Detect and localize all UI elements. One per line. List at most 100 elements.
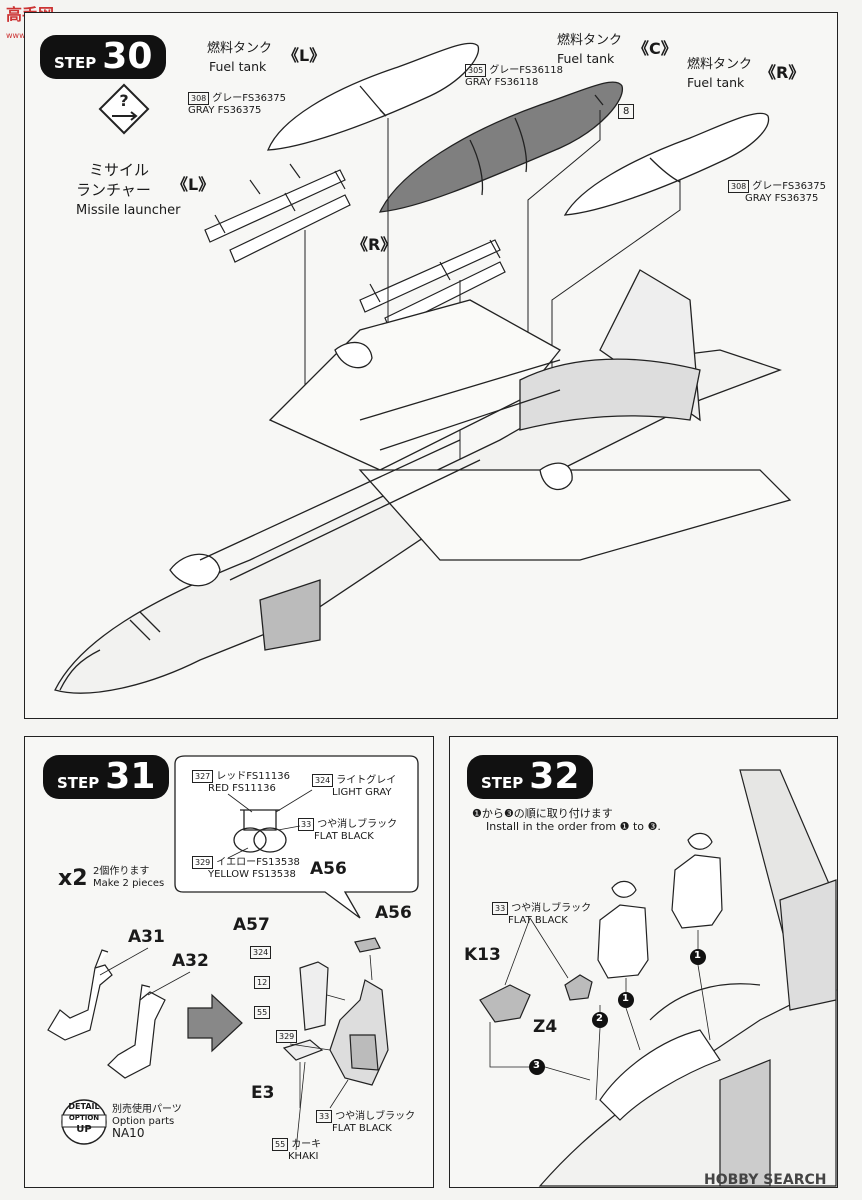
fuel-tank-right-en: Fuel tank <box>687 75 745 90</box>
part-a31: A31 <box>128 927 165 947</box>
make-pieces: 2個作ります Make 2 pieces <box>93 866 164 889</box>
step31-number: 31 <box>105 756 156 797</box>
seat-black-paint-en: FLAT BLACK <box>332 1123 392 1134</box>
detail-text: DETAIL <box>68 1102 100 1111</box>
make-pieces-jp: 2個作ります <box>93 866 150 877</box>
order-marker-3: 3 <box>533 1060 540 1071</box>
step32-badge: STEP 32 <box>467 755 594 799</box>
step32-paint-code: 33 <box>492 902 509 915</box>
code-324: 324 <box>250 946 274 959</box>
fuel-tank-center-paint-jp: グレーFS36118 <box>489 65 564 76</box>
code-12: 12 <box>254 976 273 989</box>
light-gray-paint-en: LIGHT GRAY <box>332 787 392 798</box>
cockpit-drawing <box>538 769 837 1187</box>
swap-icon: ? <box>98 83 150 135</box>
part-a56: A56 <box>375 903 412 923</box>
fuel-tank-right-tag: 《R》 <box>760 63 805 82</box>
launcher-left-jp1: ミサイル <box>89 161 150 179</box>
step32-leader-lines <box>489 917 711 1101</box>
eject-handle-drawing <box>233 809 287 853</box>
seat-sides-leaders <box>99 947 191 996</box>
option-parts-jp: 別売使用パーツ <box>112 1104 182 1115</box>
khaki-paint-jp: カーキ <box>291 1139 322 1150</box>
khaki-paint-en: KHAKI <box>288 1151 319 1162</box>
svg-text:?: ? <box>119 91 128 110</box>
step32-paint-jp: つや消しブラック <box>511 903 592 914</box>
seat-sides-drawing <box>47 949 166 1079</box>
yellow-paint-en: YELLOW FS13538 <box>208 869 296 880</box>
canopy-parts-drawing <box>479 974 593 1023</box>
fuel-tank-right-jp: 燃料タンク <box>687 57 753 72</box>
step31-badge: STEP 31 <box>43 755 170 799</box>
code-329-num: 329 <box>276 1030 298 1043</box>
ejection-seats-drawing <box>597 832 723 979</box>
option-text: OPTION <box>68 1114 100 1123</box>
step32-number: 32 <box>529 756 580 797</box>
install-order-jp: ❶から❸の順に取り付けます <box>472 807 613 820</box>
order-marker-2: 2 <box>596 1013 603 1024</box>
code-12-num: 12 <box>254 976 271 989</box>
fuel-tank-right-drawing <box>563 112 770 216</box>
order-marker-1b: 1 <box>622 993 629 1004</box>
callout-part-a56: A56 <box>310 859 347 879</box>
up-text: UP <box>76 1124 92 1136</box>
fuel-tank-left-paint-en: GRAY FS36375 <box>188 105 262 116</box>
code-324-num: 324 <box>250 946 272 959</box>
part-a32: A32 <box>172 951 209 971</box>
launcher-right-tag: 《R》 <box>352 235 397 254</box>
red-paint-en: RED FS11136 <box>208 783 276 794</box>
detail-up-badge <box>61 1099 107 1145</box>
fuel-tank-center-jp: 燃料タンク <box>557 33 623 48</box>
install-order-en: Install in the order from ❶ to ❸. <box>486 819 661 833</box>
red-paint-jp: レッドFS11136 <box>216 771 291 782</box>
callout-black-paint-jp: つや消しブラック <box>317 819 398 830</box>
watermark-hobby-search: HOBBY SEARCH <box>704 1172 827 1188</box>
step30-number: 30 <box>102 36 153 77</box>
fuel-tank-center-en: Fuel tank <box>557 51 615 66</box>
step30-badge: STEP 30 <box>40 35 167 79</box>
light-gray-paint-jp: ライトグレイ <box>336 775 397 786</box>
step31-word: STEP <box>57 774 100 792</box>
code-55-num: 55 <box>254 1006 271 1019</box>
callout-leaders <box>227 789 313 859</box>
part-a57: A57 <box>233 915 270 935</box>
code-329: 329 <box>276 1030 300 1043</box>
fuel-tank-right-paint-jp: グレーFS36375 <box>752 181 827 192</box>
fuel-tank-center-drawing <box>378 81 623 213</box>
launcher-left-jp2: ランチャー <box>76 181 151 199</box>
missile-launcher-left-drawing <box>204 163 351 263</box>
option-parts-id: NA10 <box>112 1126 145 1140</box>
option-parts-en: Option parts <box>112 1115 175 1127</box>
step32-paint-en: FLAT BLACK <box>508 915 568 926</box>
code-55: 55 <box>254 1006 273 1019</box>
fuel-tank-center-paint-en: GRAY FS36118 <box>465 77 539 88</box>
aircraft-drawing <box>54 269 792 694</box>
callout-black-paint-en: FLAT BLACK <box>314 831 374 842</box>
launcher-left-en: Missile launcher <box>76 203 181 218</box>
step30-word: STEP <box>54 54 97 72</box>
fuel-tank-right-paint-en: GRAY FS36375 <box>745 193 819 204</box>
install-order: ❶から❸の順に取り付けます Install in the order from … <box>472 807 661 833</box>
seat-black-paint-jp: つや消しブラック <box>335 1111 416 1122</box>
seat-assembly-leaders <box>289 954 373 1151</box>
next-arrow-icon <box>187 993 243 1053</box>
fuel-tank-left-en: Fuel tank <box>209 59 267 74</box>
assembled-seat-drawing <box>282 937 389 1086</box>
fuel-tank-left-tag: 《L》 <box>283 46 326 65</box>
fuel-tank-center-part-ref: 8 <box>618 104 637 119</box>
fuel-tank-left-paint-jp: グレーFS36375 <box>212 93 287 104</box>
fuel-tank-left-jp: 燃料タンク <box>207 41 273 56</box>
fuel-tank-center-part-num: 8 <box>618 104 635 119</box>
launcher-left-tag: 《L》 <box>172 175 215 194</box>
